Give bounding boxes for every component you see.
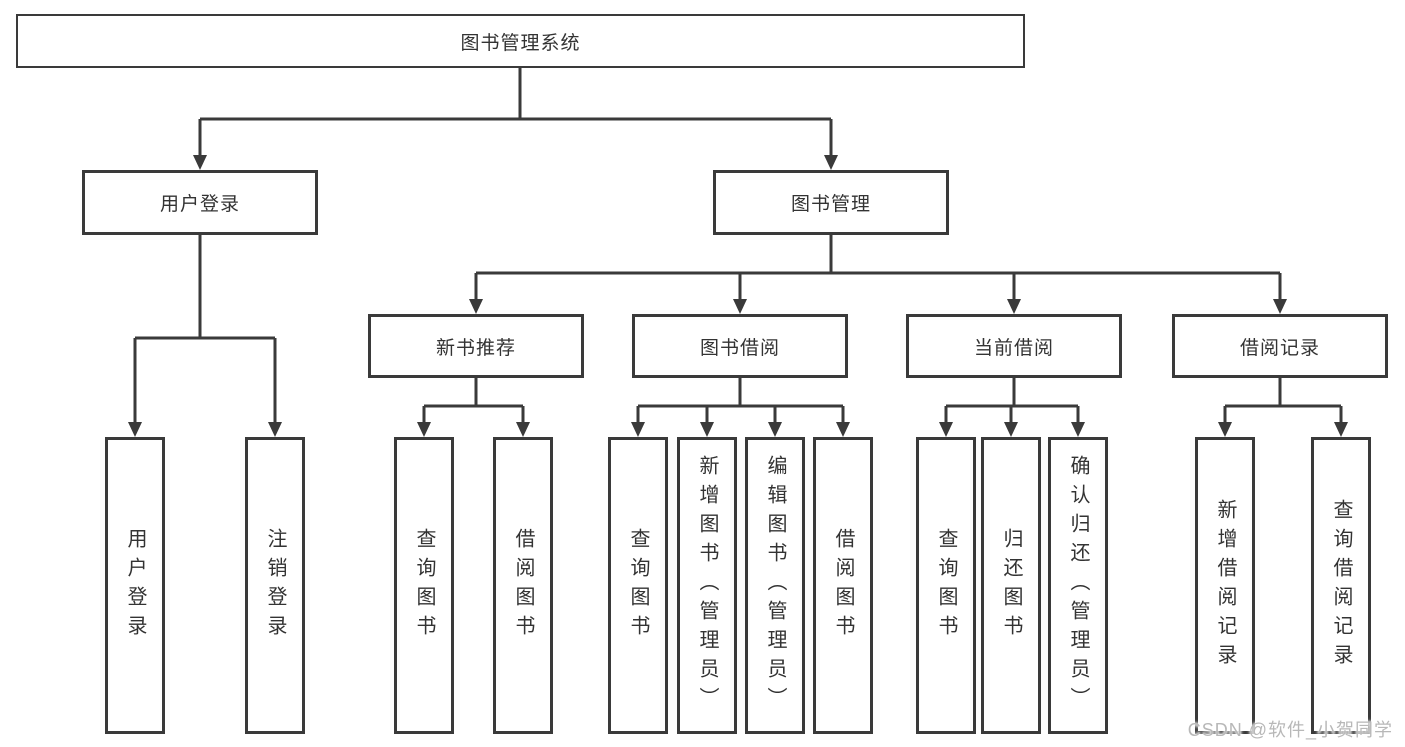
leaf-borrow-book-2-label: 借阅图书 xyxy=(832,527,854,644)
node-book-borrow-label: 图书借阅 xyxy=(699,337,780,359)
leaf-confirm-return-admin-label: 确认归还（管理员） xyxy=(1067,455,1089,716)
leaf-add-borrow-record-label: 新增借阅记录 xyxy=(1214,498,1236,673)
leaf-add-book-admin: 新增图书（管理员） xyxy=(677,437,737,734)
node-new-book-recommend: 新书推荐 xyxy=(368,314,584,378)
node-user-login-group: 用户登录 xyxy=(82,170,318,235)
leaf-borrow-book-2: 借阅图书 xyxy=(813,437,873,734)
node-book-borrow: 图书借阅 xyxy=(632,314,848,378)
leaf-query-book-3-label: 查询图书 xyxy=(935,527,957,644)
node-book-management: 图书管理 xyxy=(713,170,949,235)
leaf-confirm-return-admin: 确认归还（管理员） xyxy=(1048,437,1108,734)
leaf-query-book-2-label: 查询图书 xyxy=(627,527,649,644)
leaf-logout-label: 注销登录 xyxy=(264,527,286,644)
leaf-user-login: 用户登录 xyxy=(105,437,165,734)
leaf-add-book-admin-label: 新增图书（管理员） xyxy=(696,455,718,716)
node-library-management-system-label: 图书管理系统 xyxy=(460,32,581,54)
leaf-borrow-book-1-label: 借阅图书 xyxy=(512,527,534,644)
wire-book-borrow-children xyxy=(631,378,850,437)
csdn-watermark: CSDN @软件_小贺同学 xyxy=(1187,720,1393,740)
node-user-login-group-label: 用户登录 xyxy=(159,194,240,215)
leaf-logout: 注销登录 xyxy=(245,437,305,734)
node-current-borrow: 当前借阅 xyxy=(906,314,1122,378)
leaf-edit-book-admin: 编辑图书（管理员） xyxy=(745,437,805,734)
wire-root-to-level1 xyxy=(193,68,838,170)
leaf-query-book-1: 查询图书 xyxy=(394,437,454,734)
leaf-edit-book-admin-label: 编辑图书（管理员） xyxy=(764,455,786,716)
node-borrow-record: 借阅记录 xyxy=(1172,314,1388,378)
leaf-query-book-3: 查询图书 xyxy=(916,437,976,734)
leaf-query-borrow-record: 查询借阅记录 xyxy=(1311,437,1371,734)
leaf-query-borrow-record-label: 查询借阅记录 xyxy=(1330,498,1352,673)
leaf-add-borrow-record: 新增借阅记录 xyxy=(1195,437,1255,734)
wire-borrow-record-children xyxy=(1218,378,1348,437)
leaf-user-login-label: 用户登录 xyxy=(124,527,146,644)
leaf-return-book-label: 归还图书 xyxy=(1000,527,1022,644)
leaf-borrow-book-1: 借阅图书 xyxy=(493,437,553,734)
node-new-book-recommend-label: 新书推荐 xyxy=(435,337,516,359)
leaf-return-book: 归还图书 xyxy=(981,437,1041,734)
leaf-query-book-1-label: 查询图书 xyxy=(413,527,435,644)
wire-user-login-children xyxy=(128,235,282,437)
node-book-management-label: 图书管理 xyxy=(790,194,871,215)
wire-new-book-children xyxy=(417,378,530,437)
leaf-query-book-2: 查询图书 xyxy=(608,437,668,734)
wire-current-borrow-children xyxy=(939,378,1085,437)
wire-book-management-children xyxy=(469,235,1287,314)
node-current-borrow-label: 当前借阅 xyxy=(973,337,1054,359)
node-borrow-record-label: 借阅记录 xyxy=(1239,337,1320,359)
node-library-management-system: 图书管理系统 xyxy=(16,14,1025,68)
